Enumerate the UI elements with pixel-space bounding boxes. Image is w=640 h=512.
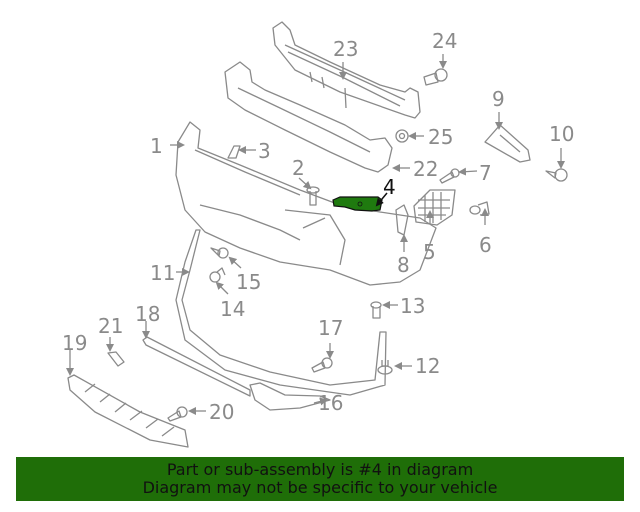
callout-18[interactable]: 18 (135, 302, 161, 326)
callout-4[interactable]: 4 (383, 175, 396, 199)
callout-3[interactable]: 3 (258, 139, 271, 163)
part-17-screw (311, 357, 333, 373)
part-8-cover (395, 204, 409, 236)
part-4-highlighted-bracket (332, 192, 388, 212)
part-15-clip (210, 247, 229, 259)
part-21-clip (107, 351, 125, 367)
banner-line-2: Diagram may not be specific to your vehi… (142, 478, 498, 497)
callout-22[interactable]: 22 (413, 157, 439, 181)
part-info-banner: Part or sub-assembly is #4 in diagram Di… (16, 457, 624, 501)
callout-25[interactable]: 25 (428, 125, 454, 149)
callout-11[interactable]: 11 (150, 261, 176, 285)
callout-21[interactable]: 21 (98, 314, 124, 338)
part-10-screw (545, 168, 568, 182)
callout-2[interactable]: 2 (292, 156, 305, 180)
callout-14[interactable]: 14 (220, 297, 246, 321)
part-6-clip (469, 201, 490, 216)
callout-15[interactable]: 15 (236, 270, 262, 294)
callout-6[interactable]: 6 (479, 233, 492, 257)
part-19-strip (67, 374, 189, 448)
callout-13[interactable]: 13 (400, 294, 426, 318)
callout-7[interactable]: 7 (479, 161, 492, 185)
part-2-fastener (306, 186, 320, 206)
callout-9[interactable]: 9 (492, 87, 505, 111)
part-22-absorber (224, 61, 393, 173)
part-18-strip (142, 336, 251, 397)
callout-20[interactable]: 20 (209, 400, 235, 424)
part-25-nut (395, 129, 409, 143)
callout-8[interactable]: 8 (397, 253, 410, 277)
part-14-clip (209, 267, 226, 283)
part-3-clip (227, 145, 241, 159)
banner-line-1: Part or sub-assembly is #4 in diagram (166, 460, 474, 479)
callout-24[interactable]: 24 (432, 29, 458, 53)
part-9-bracket (484, 124, 531, 163)
part-5-insert (413, 189, 456, 226)
callout-12[interactable]: 12 (415, 354, 441, 378)
part-24-bolt (423, 68, 448, 86)
part-13-clip (370, 301, 382, 319)
callout-23[interactable]: 23 (333, 37, 359, 61)
part-1-bumper-cover (175, 121, 437, 286)
part-20-screw (167, 406, 188, 422)
part-11-lower-trim (175, 229, 387, 396)
part-16-trim (249, 382, 331, 411)
part-7-screw (439, 168, 460, 184)
part-12-clip (377, 360, 393, 375)
callout-10[interactable]: 10 (549, 122, 575, 146)
callout-5[interactable]: 5 (423, 240, 436, 264)
callout-17[interactable]: 17 (318, 316, 344, 340)
callout-1[interactable]: 1 (150, 134, 163, 158)
callout-19[interactable]: 19 (62, 331, 88, 355)
callout-16[interactable]: 16 (318, 391, 344, 415)
